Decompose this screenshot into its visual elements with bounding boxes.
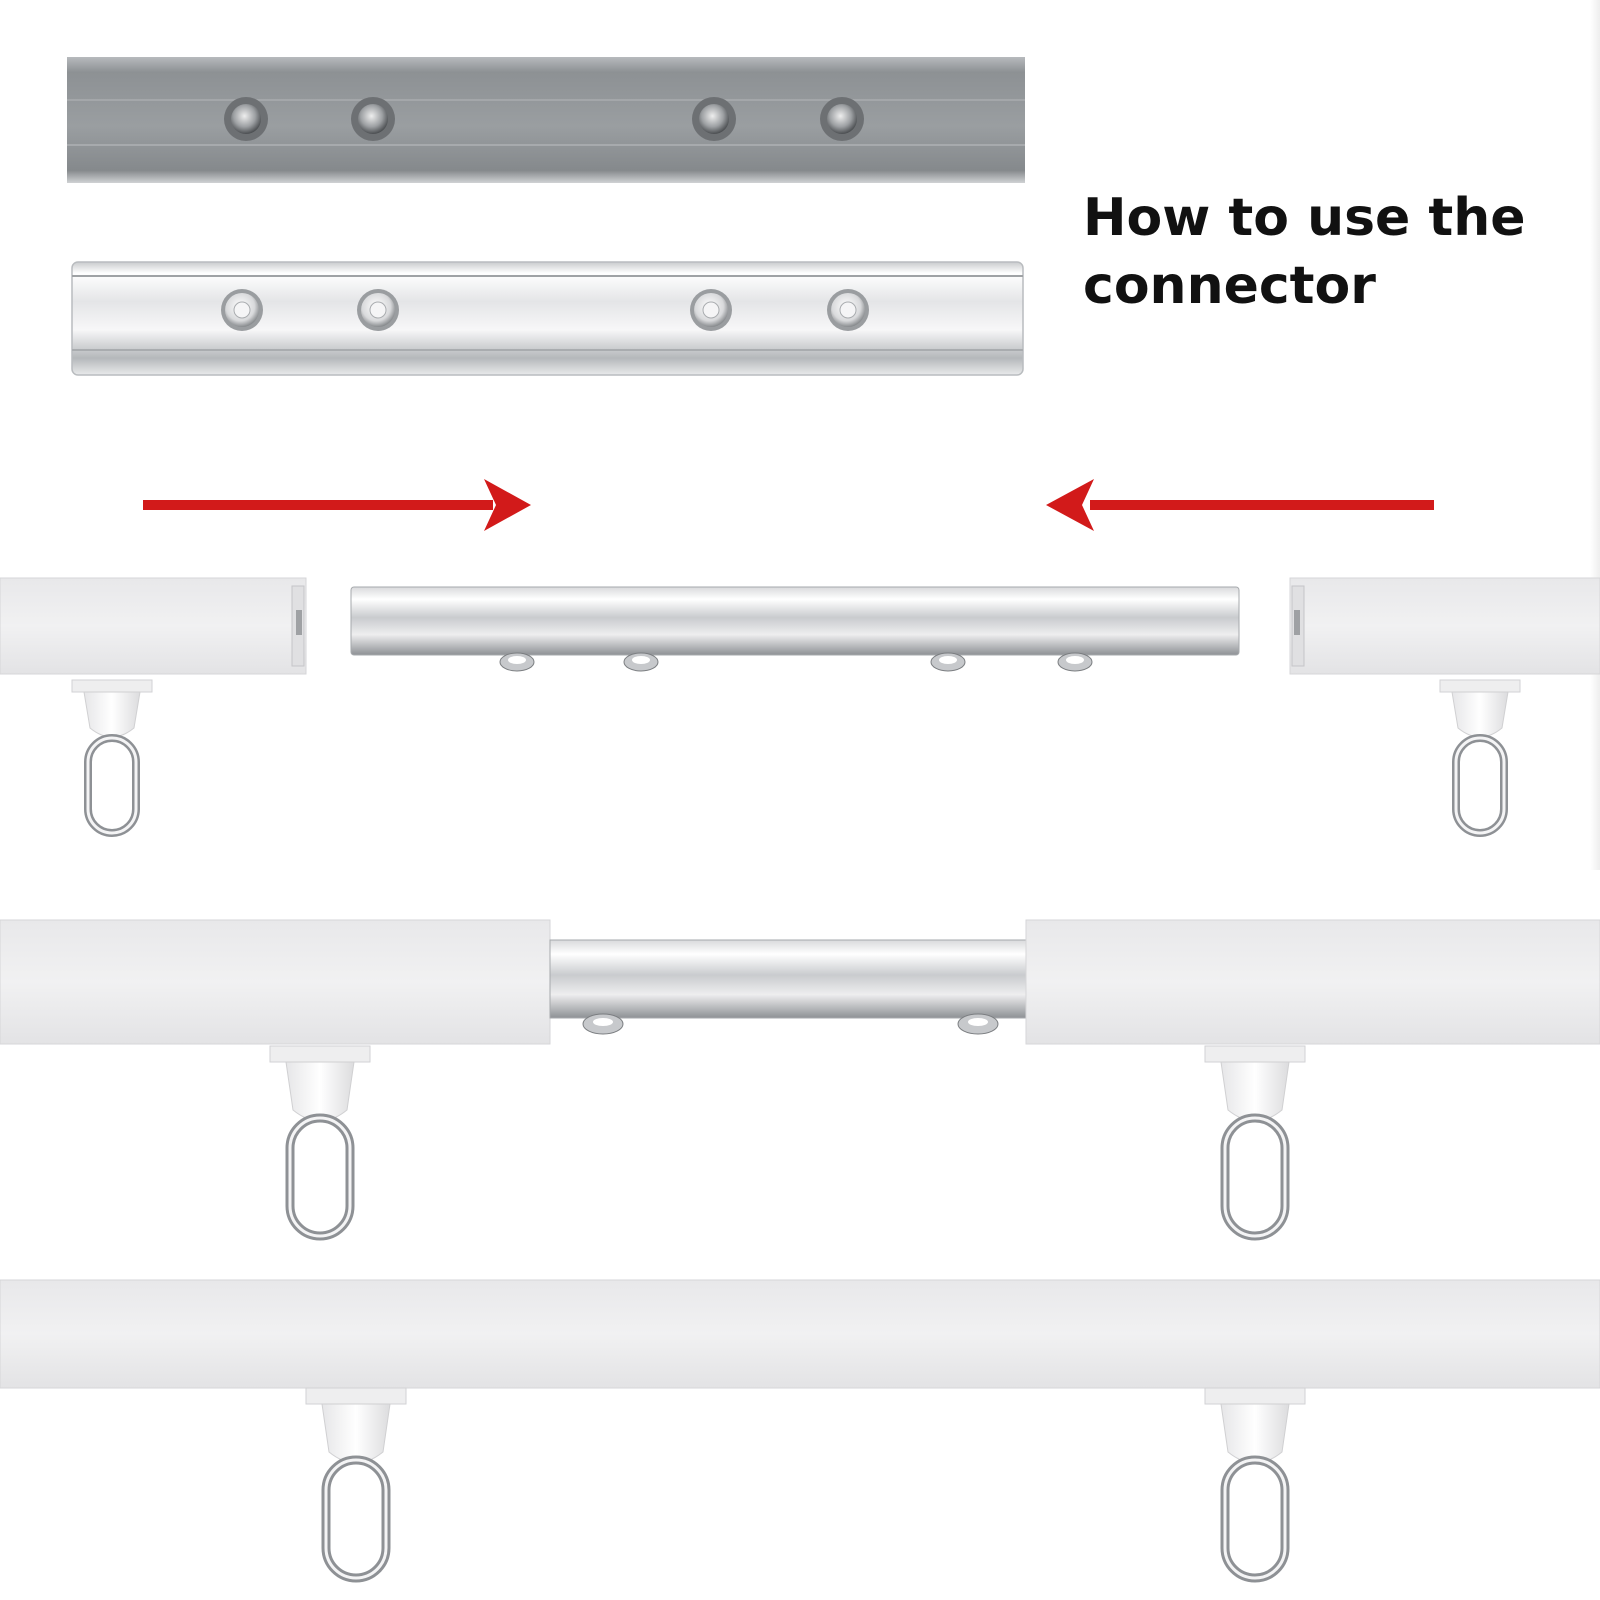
chrome-connector-bar xyxy=(71,261,1024,376)
screw-hole xyxy=(351,97,395,141)
screw-head xyxy=(582,1013,624,1035)
curtain-hook xyxy=(1204,1045,1306,1241)
curtain-hook xyxy=(269,1045,371,1241)
curtain-hook xyxy=(305,1387,407,1583)
page-edge-shadow xyxy=(1590,0,1600,870)
screw-hole xyxy=(820,97,864,141)
screw-head xyxy=(957,1013,999,1035)
curtain-hook xyxy=(1439,679,1521,837)
screw-head xyxy=(623,652,659,672)
left-track-segment xyxy=(0,577,307,675)
screw-hole xyxy=(692,97,736,141)
seamless-track xyxy=(0,1279,1600,1389)
arrow-left-icon xyxy=(1046,479,1434,531)
connector-tube xyxy=(350,586,1240,672)
screw-head xyxy=(357,289,399,331)
screw-head xyxy=(930,652,966,672)
curtain-hook xyxy=(1204,1387,1306,1583)
joined-left-track xyxy=(0,919,551,1045)
screw-head xyxy=(221,289,263,331)
screw-head xyxy=(690,289,732,331)
joined-connector xyxy=(549,939,1027,1035)
curtain-hook xyxy=(71,679,153,837)
screw-hole xyxy=(224,97,268,141)
title-line-2: connector xyxy=(1083,256,1376,316)
screw-head xyxy=(1057,652,1093,672)
screw-head xyxy=(827,289,869,331)
screw-head xyxy=(499,652,535,672)
right-track-segment xyxy=(1289,577,1600,675)
arrow-right-icon xyxy=(143,479,531,531)
gray-connector-bar xyxy=(67,57,1025,183)
joined-right-track xyxy=(1025,919,1600,1045)
title-line-1: How to use the xyxy=(1083,188,1526,248)
